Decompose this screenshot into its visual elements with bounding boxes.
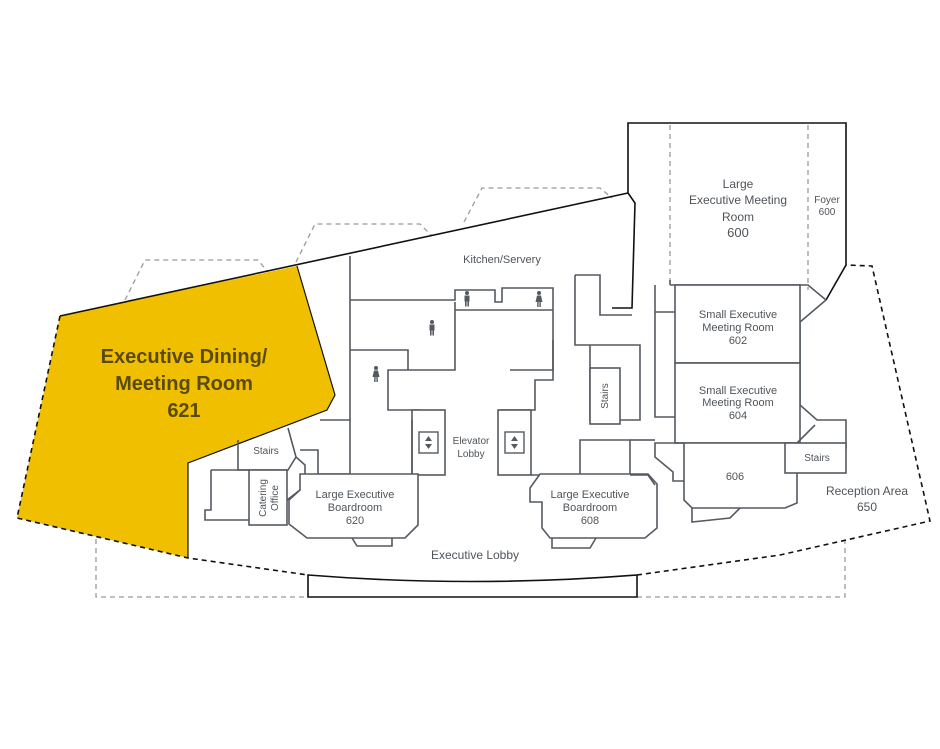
elevator-lobby-line1: Elevator xyxy=(453,436,490,447)
stairs-east-label: Stairs xyxy=(804,453,830,464)
west-wing xyxy=(204,427,306,526)
reception-number: 650 xyxy=(857,500,877,514)
room-606-number: 606 xyxy=(726,471,744,483)
room-602-label-line1: Small Executive xyxy=(699,309,777,321)
elevator-icon xyxy=(504,431,525,454)
background-outline xyxy=(95,125,846,598)
foyer-label: Foyer xyxy=(814,195,840,206)
boardroom-620-line1: Large Executive xyxy=(316,489,395,501)
boardroom-area xyxy=(288,420,658,549)
stairs-west-label: Stairs xyxy=(253,446,279,457)
restroom-men-icon xyxy=(464,291,470,307)
executive-lobby-label: Executive Lobby xyxy=(431,548,519,562)
room-602-number: 602 xyxy=(729,335,747,347)
boardroom-608-line2: Boardroom xyxy=(563,502,617,514)
room-604-number: 604 xyxy=(729,410,747,422)
stairs-center[interactable] xyxy=(589,367,621,425)
east-wing xyxy=(654,280,847,523)
boardroom-608-line1: Large Executive xyxy=(551,489,630,501)
room-600-label-line2: Executive Meeting xyxy=(689,193,787,207)
room-604-label-line1: Small Executive xyxy=(699,385,777,397)
room-602-label-line2: Meeting Room xyxy=(702,322,774,334)
kitchen-label: Kitchen/Servery xyxy=(463,254,541,266)
stairs-center-label: Stairs xyxy=(600,383,611,409)
restroom-women-icon xyxy=(372,366,380,382)
building-outline xyxy=(16,122,931,598)
restroom-men-icon xyxy=(429,320,435,336)
room-621-number: 621 xyxy=(167,400,200,422)
boardroom-608[interactable] xyxy=(529,473,658,539)
room-621-label-line1: Executive Dining/ xyxy=(101,346,268,368)
room-600-number: 600 xyxy=(727,225,749,240)
room-600-label-line3: Room xyxy=(722,210,754,224)
catering-office-line2: Office xyxy=(270,485,281,511)
boardroom-620-number: 620 xyxy=(346,515,364,527)
room-600-label-line1: Large xyxy=(723,177,754,191)
executive-dining-room-621[interactable] xyxy=(17,266,335,558)
restroom-women-icon xyxy=(535,291,543,307)
kitchen-area xyxy=(320,256,656,441)
elevators xyxy=(411,409,532,476)
foyer-number: 600 xyxy=(819,207,836,218)
elevator-lobby-line2: Lobby xyxy=(457,449,484,460)
room-621-label-line2: Meeting Room xyxy=(115,373,253,395)
boardroom-608-number: 608 xyxy=(581,515,599,527)
elevator-icon xyxy=(418,431,439,454)
catering-office-line1: Catering xyxy=(258,479,269,517)
stairs-east[interactable] xyxy=(784,442,847,474)
boardroom-620-line2: Boardroom xyxy=(328,502,382,514)
catering-office[interactable] xyxy=(248,469,288,526)
reception-label: Reception Area xyxy=(826,484,908,498)
small-meeting-room-602[interactable] xyxy=(674,284,801,364)
room-604-label-line2: Meeting Room xyxy=(702,397,774,409)
